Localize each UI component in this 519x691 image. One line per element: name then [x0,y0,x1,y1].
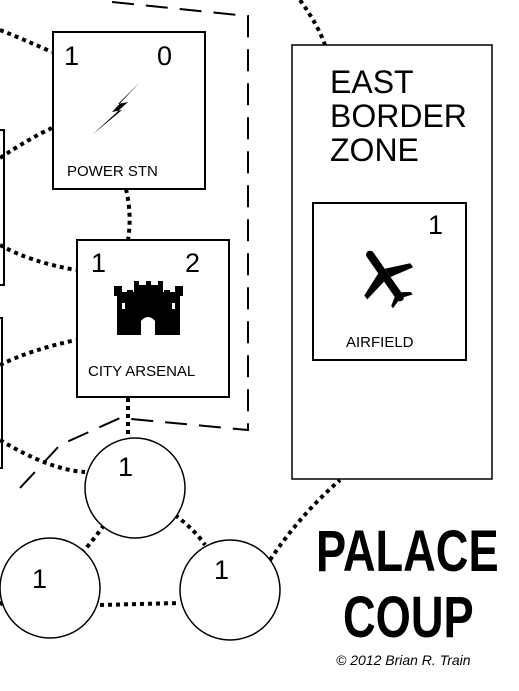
route-left2-to-arsenal [0,338,77,367]
map-edge-box-left-lower [0,317,3,469]
route-topleft-to-powerstn [0,28,53,54]
power-station-left-value: 1 [64,41,80,71]
route-left-to-powerstn [0,126,53,160]
city-arsenal-right-value: 2 [185,248,201,278]
circle-space-right[interactable] [179,539,281,641]
city-arsenal-left-value: 1 [91,248,107,278]
circle-space-top[interactable] [84,437,186,539]
zone-title-line-2: BORDER [330,98,467,134]
airfield-label: AIRFIELD [346,334,414,351]
airplane-icon [364,250,414,309]
power-station-label: POWER STN [67,163,158,180]
route-powerstn-to-arsenal [124,188,132,241]
power-station-right-value: 0 [157,41,173,71]
game-title-line-2: COUP [343,585,474,650]
zone-title: EAST BORDER ZONE [330,65,467,167]
route-topright [298,0,327,46]
route-left-to-circle [0,438,86,474]
zone-title-line-1: EAST [330,64,414,100]
game-title-line-1: PALACE [316,519,499,584]
circle-space-left[interactable] [0,537,101,639]
city-arsenal-label: CITY ARSENAL [88,363,196,380]
power-station-box[interactable] [52,31,206,190]
circle-left-value: 1 [32,564,48,594]
airfield-value: 1 [428,210,444,240]
circle-right-value: 1 [214,555,230,585]
zone-title-line-3: ZONE [330,132,419,168]
lightning-bolt-icon [92,82,140,135]
route-right-circle-to-zone [268,478,342,562]
circle-top-value: 1 [118,452,134,482]
route-left-to-right-circle [99,601,181,607]
copyright-notice: © 2012 Brian R. Train [336,652,471,668]
map-edge-box-left-upper [0,129,5,286]
route-left-to-arsenal [0,243,77,272]
dashed-zone-border [19,1,249,489]
route-circle-top-to-right [173,513,207,547]
castle-icon [114,281,183,335]
